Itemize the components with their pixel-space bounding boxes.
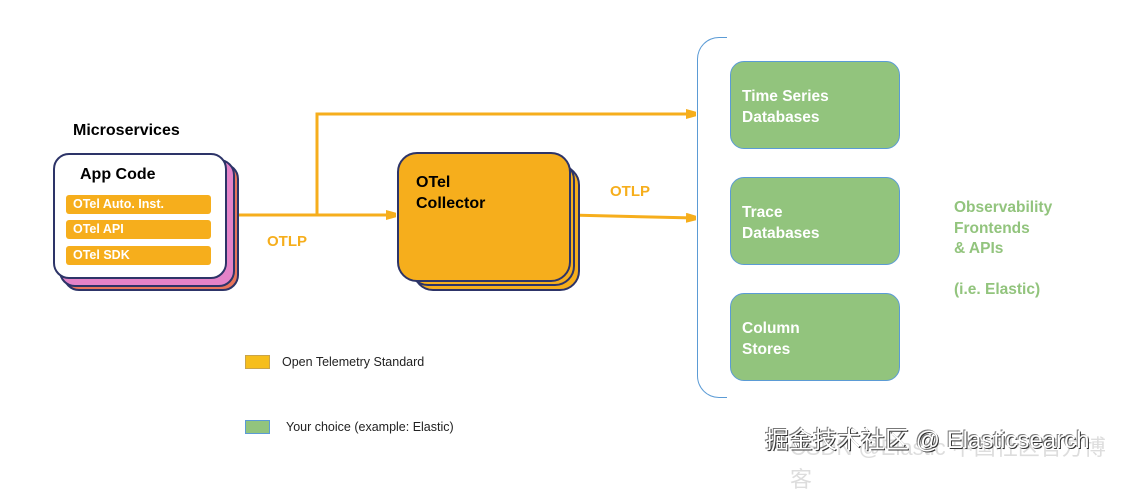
dest-line1: Column — [742, 320, 800, 337]
obs-line3: & APIs — [954, 240, 1004, 257]
otel-auto-inst-bar: OTel Auto. Inst. — [66, 195, 211, 214]
collector-title: OTel Collector — [416, 172, 485, 214]
legend-swatch-otel — [245, 355, 270, 369]
otlp-label-collector: OTLP — [610, 183, 650, 200]
dest-line1: Trace — [742, 204, 783, 221]
otlp-label-app: OTLP — [267, 233, 307, 250]
legend-label-choice: Your choice (example: Elastic) — [286, 420, 454, 434]
arrow-collector-to-trace — [568, 215, 695, 218]
dest-line2: Stores — [742, 341, 791, 358]
observability-label: Observability Frontends & APIs (i.e. Ela… — [954, 198, 1052, 301]
dest-line2: Databases — [742, 109, 820, 126]
obs-example: (i.e. Elastic) — [954, 281, 1041, 298]
time-series-databases-box: Time Series Databases — [730, 61, 900, 149]
microservices-title: Microservices — [73, 122, 180, 139]
otel-api-bar: OTel API — [66, 220, 211, 239]
collector-title-line2: Collector — [416, 195, 486, 212]
arrow-app-to-timeseries — [315, 114, 695, 215]
obs-line2: Frontends — [954, 219, 1030, 237]
trace-databases-box: Trace Databases — [730, 177, 900, 265]
backends-bracket — [697, 37, 727, 398]
legend-label-otel: Open Telemetry Standard — [282, 355, 425, 369]
otel-sdk-bar: OTel SDK — [66, 246, 211, 265]
otel-collector-box — [397, 152, 571, 282]
dest-line1: Time Series — [742, 88, 829, 105]
collector-title-line1: OTel — [416, 174, 451, 191]
column-stores-box: Column Stores — [730, 293, 900, 381]
watermark-primary: 掘金技术社区 @ Elasticsearch — [765, 427, 1090, 454]
dest-line2: Databases — [742, 225, 820, 242]
obs-line1: Observability — [954, 199, 1053, 216]
legend-swatch-choice — [245, 420, 270, 434]
app-code-title: App Code — [80, 166, 156, 183]
flow-arrows — [225, 0, 1123, 467]
